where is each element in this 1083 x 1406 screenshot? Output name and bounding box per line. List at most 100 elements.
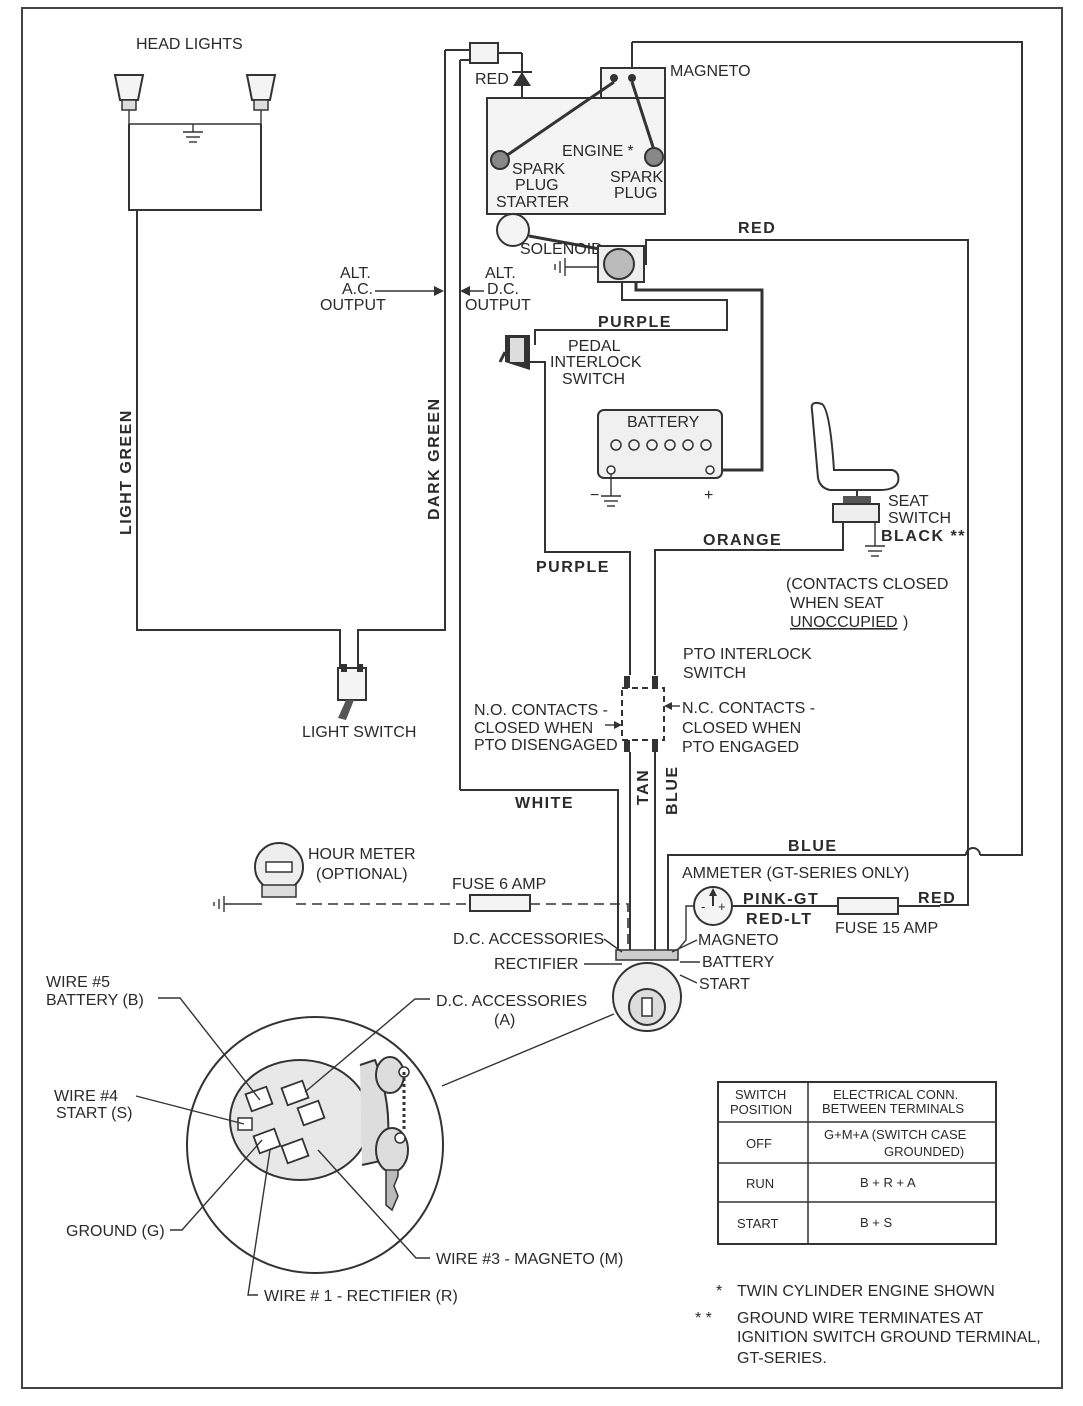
- orange-label: ORANGE: [703, 532, 782, 549]
- note-1-mark: *: [716, 1283, 722, 1300]
- pto-switch-line1: PTO INTERLOCK: [683, 646, 812, 663]
- headlight-ground-icon: [128, 110, 262, 143]
- spark-plug-left-icon: [490, 150, 510, 170]
- note-2-line3: GT-SERIES.: [737, 1350, 827, 1367]
- table-row-off-pos: OFF: [746, 1136, 772, 1151]
- alt-dc-arrow-icon: [460, 286, 484, 296]
- battery-label: BATTERY: [627, 414, 700, 431]
- red-2-label: RED: [918, 890, 956, 907]
- purple-1-label: PURPLE: [598, 314, 672, 331]
- purple-2-label: PURPLE: [536, 559, 610, 576]
- alt-ac-line3: OUTPUT: [320, 297, 386, 314]
- pedal-switch-icon: [498, 335, 530, 370]
- no-contacts-line3: PTO DISENGAGED: [474, 737, 618, 754]
- dc-acc-a-line1: D.C. ACCESSORIES: [436, 993, 587, 1010]
- light-switch-icon: [337, 664, 367, 720]
- table-row-off-conn-line2: GROUNDED): [884, 1144, 964, 1159]
- nc-contacts-line1: N.C. CONTACTS -: [682, 700, 815, 717]
- contacts-note-line2: WHEN SEAT: [790, 595, 884, 612]
- spark-plug-right-icon: [644, 147, 664, 167]
- spark-plug-2-line2: PLUG: [614, 185, 658, 202]
- dc-acc-a-line2: (A): [494, 1012, 515, 1029]
- hour-meter-line2: (OPTIONAL): [316, 866, 408, 883]
- note-1-text: TWIN CYLINDER ENGINE SHOWN: [737, 1283, 995, 1300]
- table-head-conn-line2: BETWEEN TERMINALS: [822, 1101, 964, 1116]
- table-row-run-pos: RUN: [746, 1176, 774, 1191]
- dark-green-label: DARK GREEN: [426, 397, 443, 520]
- pedal-switch-line3: SWITCH: [562, 371, 625, 388]
- table-head-conn-line1: ELECTRICAL CONN.: [833, 1087, 958, 1102]
- pink-gt-label: PINK-GT: [743, 891, 819, 908]
- wire4-line2: START (S): [56, 1105, 132, 1122]
- contacts-note-line3-close: ): [903, 614, 908, 631]
- head-lights-label: HEAD LIGHTS: [136, 36, 243, 53]
- term-mag-label: MAGNETO: [698, 932, 779, 949]
- no-contacts-line2: CLOSED WHEN: [474, 720, 593, 737]
- hour-meter-icon: [254, 842, 304, 898]
- svg-text:-: -: [701, 899, 705, 914]
- ignition-switch-icon: [612, 949, 682, 1032]
- term-dc-label: D.C. ACCESSORIES: [453, 931, 604, 948]
- engine-block: [486, 97, 666, 215]
- wire5-line2: BATTERY (B): [46, 992, 144, 1009]
- nc-contacts-arrow-icon: [664, 702, 680, 710]
- battery-icon: [597, 409, 723, 479]
- alt-dc-line2: D.C.: [487, 281, 519, 298]
- seat-switch-icon: [832, 496, 885, 557]
- starter-motor-icon: [496, 213, 530, 247]
- headlight-right-icon: [245, 74, 277, 111]
- term-batt-label: BATTERY: [702, 954, 775, 971]
- alt-dc-line1: ALT.: [485, 265, 516, 282]
- red-lt-label: RED-LT: [746, 911, 812, 928]
- fuse-6-icon: [469, 894, 531, 912]
- wire5-line1: WIRE #5: [46, 974, 110, 991]
- term-start-label: START: [699, 976, 750, 993]
- key-icon: [375, 1056, 410, 1212]
- pto-switch-line2: SWITCH: [683, 665, 746, 682]
- pto-switch-icon: [621, 676, 665, 752]
- note-2-mark: * *: [695, 1310, 712, 1327]
- table-row-start-pos: START: [737, 1216, 778, 1231]
- spark-plug-1-line2: PLUG: [515, 177, 559, 194]
- alt-ac-line2: A.C.: [342, 281, 373, 298]
- spark-plug-1-line1: SPARK: [512, 161, 565, 178]
- red-1-label: RED: [738, 220, 776, 237]
- battery-minus: −: [590, 487, 599, 504]
- red-top-label: RED: [475, 71, 509, 88]
- nc-contacts-line3: PTO ENGAGED: [682, 739, 799, 756]
- engine-label: ENGINE*: [562, 143, 634, 160]
- hour-meter-ground-icon: [213, 896, 262, 912]
- battery-ground-icon: [601, 474, 621, 507]
- seat-switch-line2: SWITCH: [888, 510, 951, 527]
- alt-ac-line1: ALT.: [340, 265, 371, 282]
- table-row-run-conn: B + R + A: [860, 1175, 916, 1190]
- wire1-label: WIRE # 1 - RECTIFIER (R): [264, 1288, 458, 1305]
- spark-plug-2-line1: SPARK: [610, 169, 663, 186]
- white-label: WHITE: [515, 795, 574, 812]
- fuse-15-icon: [837, 897, 899, 915]
- light-switch-label: LIGHT SWITCH: [302, 724, 416, 741]
- note-2-line2: IGNITION SWITCH GROUND TERMINAL,: [737, 1329, 1041, 1346]
- alt-ac-arrow-icon: [375, 286, 444, 296]
- tan-label: TAN: [635, 769, 652, 805]
- ammeter-icon: - +: [693, 886, 733, 926]
- table-row-off-conn-line1: G+M+A (SWITCH CASE: [824, 1127, 967, 1142]
- svg-text:+: +: [718, 899, 726, 914]
- battery-plus: +: [704, 487, 713, 504]
- blue-v-label: BLUE: [664, 765, 681, 815]
- starter-label: STARTER: [496, 194, 569, 211]
- contacts-note-line1: (CONTACTS CLOSED: [786, 576, 948, 593]
- ammeter-label: AMMETER (GT-SERIES ONLY): [682, 865, 909, 882]
- switch-table: [717, 1081, 997, 1245]
- solenoid-label: SOLENOID: [520, 241, 603, 258]
- seat-switch-line1: SEAT: [888, 493, 929, 510]
- term-rect-label: RECTIFIER: [494, 956, 578, 973]
- headlight-left-icon: [113, 74, 145, 111]
- light-green-label: LIGHT GREEN: [118, 409, 135, 535]
- wire3-label: WIRE #3 - MAGNETO (M): [436, 1251, 623, 1268]
- magneto-label: MAGNETO: [670, 63, 751, 80]
- page-border: [21, 7, 1063, 1389]
- contacts-note-line3: UNOCCUPIED: [790, 614, 898, 631]
- fuse-15-label: FUSE 15 AMP: [835, 920, 938, 937]
